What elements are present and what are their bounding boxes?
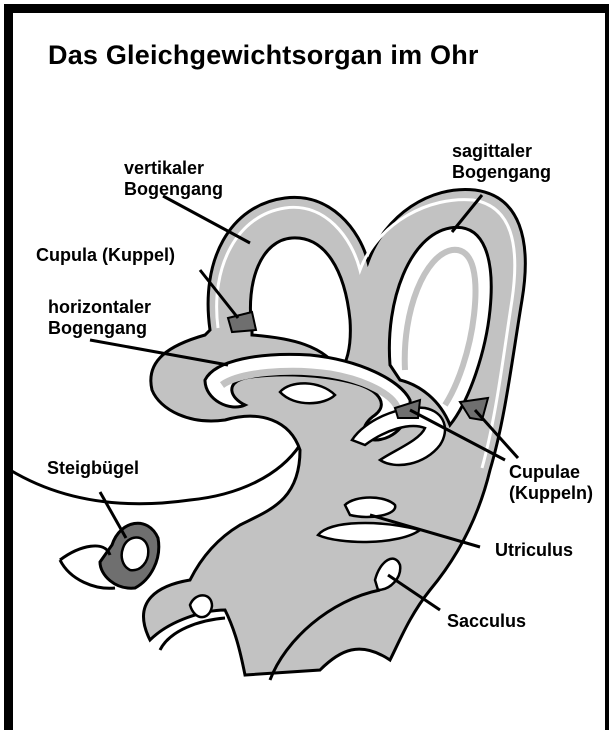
- label-cupulae-line2: (Kuppeln): [509, 483, 593, 504]
- label-horizontaler-line2: Bogengang: [48, 318, 151, 339]
- label-horizontaler-line1: horizontaler: [48, 297, 151, 318]
- oval-window: [190, 595, 212, 617]
- label-sacculus: Sacculus: [447, 611, 526, 632]
- label-utriculus: Utriculus: [495, 540, 573, 561]
- label-cupula: Cupula (Kuppel): [36, 245, 175, 266]
- leader-steigbuegel: [100, 492, 126, 538]
- label-cupulae: Cupulae (Kuppeln): [509, 462, 593, 504]
- stapes-hole: [122, 537, 149, 570]
- label-cupulae-line1: Cupulae: [509, 462, 593, 483]
- label-sagittaler-line1: sagittaler: [452, 141, 551, 162]
- utriculus-hole: [345, 498, 395, 517]
- label-sagittaler-line2: Bogengang: [452, 162, 551, 183]
- label-steigbuegel: Steigbügel: [47, 458, 139, 479]
- label-vertikaler-bogengang: vertikaler Bogengang: [124, 158, 223, 200]
- label-vertikaler-line1: vertikaler: [124, 158, 223, 179]
- label-sagittaler-bogengang: sagittaler Bogengang: [452, 141, 551, 183]
- label-vertikaler-line2: Bogengang: [124, 179, 223, 200]
- diagram-title: Das Gleichgewichtsorgan im Ohr: [48, 40, 479, 71]
- label-horizontaler-bogengang: horizontaler Bogengang: [48, 297, 151, 339]
